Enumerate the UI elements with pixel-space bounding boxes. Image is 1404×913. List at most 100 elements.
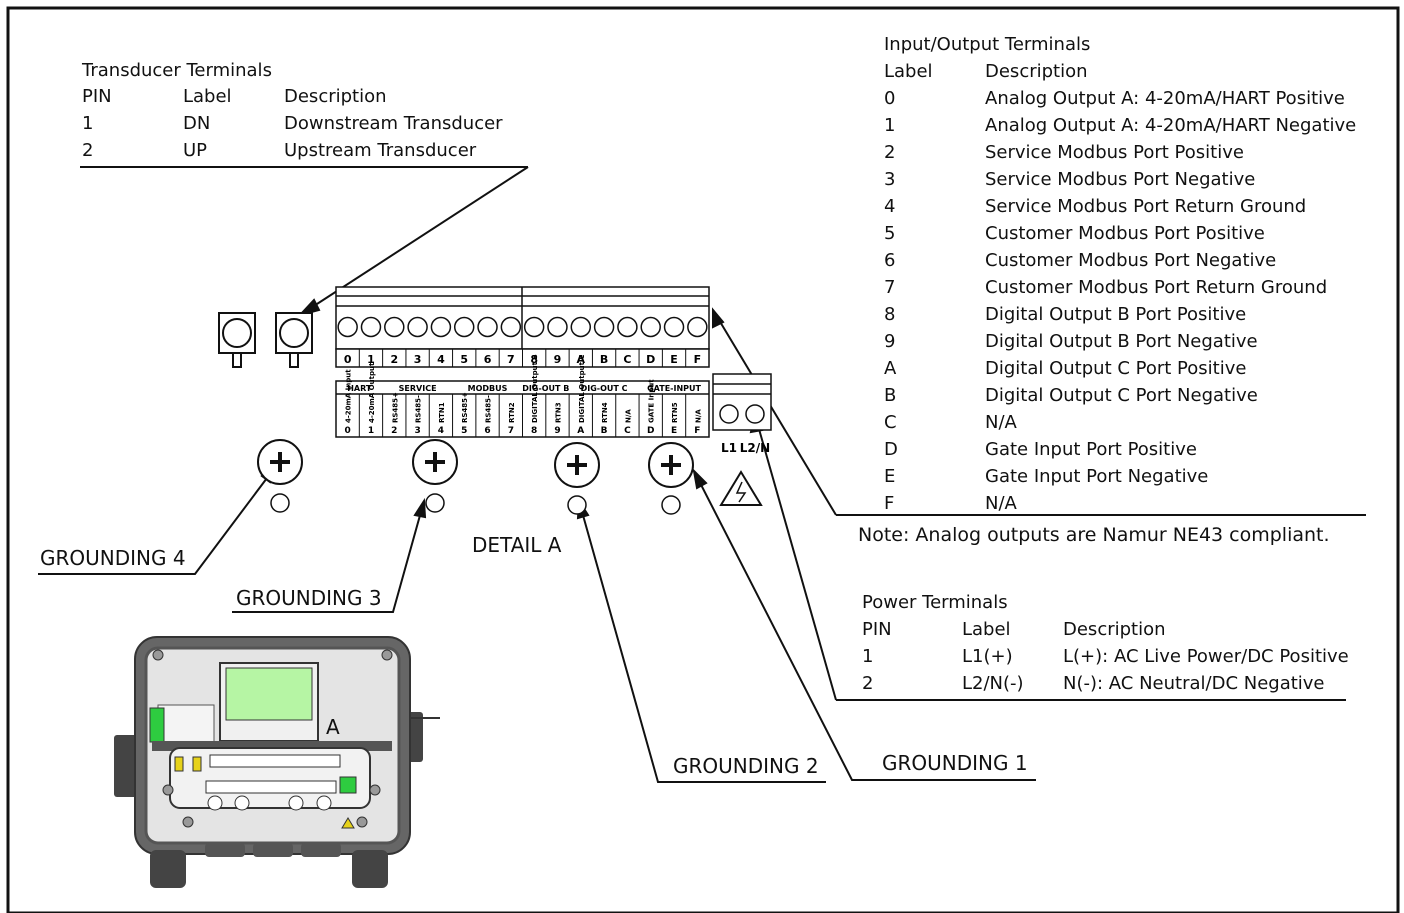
terminal-signal-label: DIGITAL Output B: [531, 354, 539, 423]
terminal-pin-label: E: [670, 353, 678, 366]
power-row-description: N(-): AC Neutral/DC Negative: [1063, 673, 1325, 694]
terminal-pin-label-lower: B: [601, 426, 608, 436]
terminal-group-label: HART: [347, 384, 372, 393]
terminal-pin-label-lower: E: [671, 426, 677, 436]
terminal-pin-label: 4: [437, 353, 445, 366]
terminal-signal-label: RS485+: [461, 392, 469, 423]
grounding-4-label: GROUNDING 4: [40, 546, 186, 570]
terminal-pin-label-lower: A: [577, 426, 584, 436]
io-row-label: 8: [884, 304, 896, 325]
namur-note: Note: Analog outputs are Namur NE43 comp…: [858, 524, 1330, 546]
transducer-header-label: Label: [183, 86, 232, 107]
io-row-label: A: [884, 358, 897, 379]
io-row-label: F: [884, 493, 895, 514]
terminal-signal-label: 4-20mA Input: [345, 369, 353, 423]
transducer-row-pin: 1: [82, 113, 94, 134]
power-terminal-label: L1: [721, 441, 737, 455]
terminal-screw: [337, 316, 358, 338]
io-row-description: Gate Input Port Positive: [985, 439, 1197, 460]
terminal-pin-label: F: [694, 353, 702, 366]
terminal-signal-label: RTN5: [671, 402, 679, 423]
power-table-title: Power Terminals: [862, 592, 1008, 613]
terminal-screw: [500, 316, 522, 338]
io-row-label: 7: [884, 277, 896, 298]
terminal-pin-label: 3: [414, 353, 422, 366]
enclosure-illustration: [114, 636, 440, 888]
terminal-signal-label: N/A: [624, 409, 632, 423]
terminal-screw: [547, 316, 568, 338]
transducer-row-pin: 2: [82, 140, 94, 161]
terminal-screw: [663, 316, 685, 338]
terminal-screw: [640, 316, 661, 338]
terminal-pin-label-lower: 2: [391, 426, 397, 436]
transducer-row-description: Upstream Transducer: [284, 140, 477, 161]
terminal-signal-label: N/A: [694, 409, 702, 423]
grounding-3-label: GROUNDING 3: [236, 586, 382, 610]
power-terminal-label: L2/N: [740, 441, 770, 455]
transducer-row-label: DN: [183, 113, 211, 134]
terminal-signal-label: RTN1: [438, 402, 446, 423]
io-row-description: Service Modbus Port Positive: [985, 142, 1244, 163]
high-voltage-warning-icon: [719, 470, 763, 506]
io-row-description: Digital Output C Port Positive: [985, 358, 1247, 379]
io-row-description: Customer Modbus Port Return Ground: [985, 277, 1328, 298]
terminal-pin-label-lower: 6: [484, 426, 490, 436]
grounding-1-label: GROUNDING 1: [882, 751, 1028, 775]
terminal-pin-label-lower: 5: [461, 426, 467, 436]
io-row-label: 2: [884, 142, 896, 163]
transducer-header-description: Description: [284, 86, 387, 107]
terminal-pin-label: 8: [530, 353, 538, 366]
terminal-screw: [360, 316, 382, 338]
terminal-screw: [687, 316, 708, 338]
terminal-signal-label: GATE Input: [648, 379, 656, 423]
terminal-pin-label: D: [646, 353, 655, 366]
terminal-pin-label-lower: 4: [438, 426, 444, 436]
terminal-group-label: DIG-OUT B: [522, 384, 569, 393]
io-row-description: Analog Output A: 4-20mA/HART Positive: [985, 88, 1345, 109]
transducer-table-title: Transducer Terminals: [82, 60, 272, 81]
grounding-2-label: GROUNDING 2: [673, 754, 819, 778]
enclosure-detail-marker: A: [326, 715, 340, 739]
transducer-header-pin: PIN: [82, 86, 112, 107]
terminal-group-label: MODBUS: [468, 384, 508, 393]
terminal-screw: [477, 316, 498, 338]
terminal-signal-label: RTN4: [601, 402, 609, 423]
terminal-signal-label: RS485-: [485, 395, 493, 423]
terminal-pin-label-lower: 8: [531, 426, 537, 436]
io-row-description: Customer Modbus Port Negative: [985, 250, 1277, 271]
transducer-row-description: Downstream Transducer: [284, 113, 503, 134]
io-header-description: Description: [985, 61, 1088, 82]
terminal-pin-label: 0: [344, 353, 352, 366]
terminal-screw: [523, 316, 545, 338]
power-header-pin: PIN: [862, 619, 892, 640]
terminal-group-label: SERVICE: [399, 384, 437, 393]
terminal-signal-label: RS485+: [391, 392, 399, 423]
grounding-screws: [257, 439, 694, 515]
terminal-signal-label: RTN2: [508, 402, 516, 423]
power-terminal: [712, 373, 772, 431]
terminal-pin-label: 7: [507, 353, 515, 366]
power-header-description: Description: [1063, 619, 1166, 640]
io-row-description: Digital Output B Port Negative: [985, 331, 1258, 352]
power-row-label: L1(+): [962, 646, 1013, 667]
io-table-title: Input/Output Terminals: [884, 34, 1091, 55]
terminal-screw: [430, 316, 452, 338]
terminal-pin-label-lower: F: [694, 426, 700, 436]
transducer-row-label: UP: [183, 140, 208, 161]
table-underlines: [80, 166, 1366, 701]
io-row-description: N/A: [985, 493, 1017, 514]
io-row-description: Customer Modbus Port Positive: [985, 223, 1265, 244]
io-row-label: 9: [884, 331, 896, 352]
terminal-screw: [384, 316, 405, 338]
terminal-pin-label: 5: [460, 353, 468, 366]
terminal-signal-label: 4-20mA Output: [368, 362, 376, 423]
io-row-description: Analog Output A: 4-20mA/HART Negative: [985, 115, 1357, 136]
io-row-label: 0: [884, 88, 896, 109]
io-row-label: 5: [884, 223, 896, 244]
io-row-label: 3: [884, 169, 896, 190]
terminal-pin-label: B: [600, 353, 608, 366]
io-row-label: B: [884, 385, 897, 406]
io-row-description: Digital Output B Port Positive: [985, 304, 1247, 325]
terminal-pin-label-lower: C: [624, 426, 631, 436]
